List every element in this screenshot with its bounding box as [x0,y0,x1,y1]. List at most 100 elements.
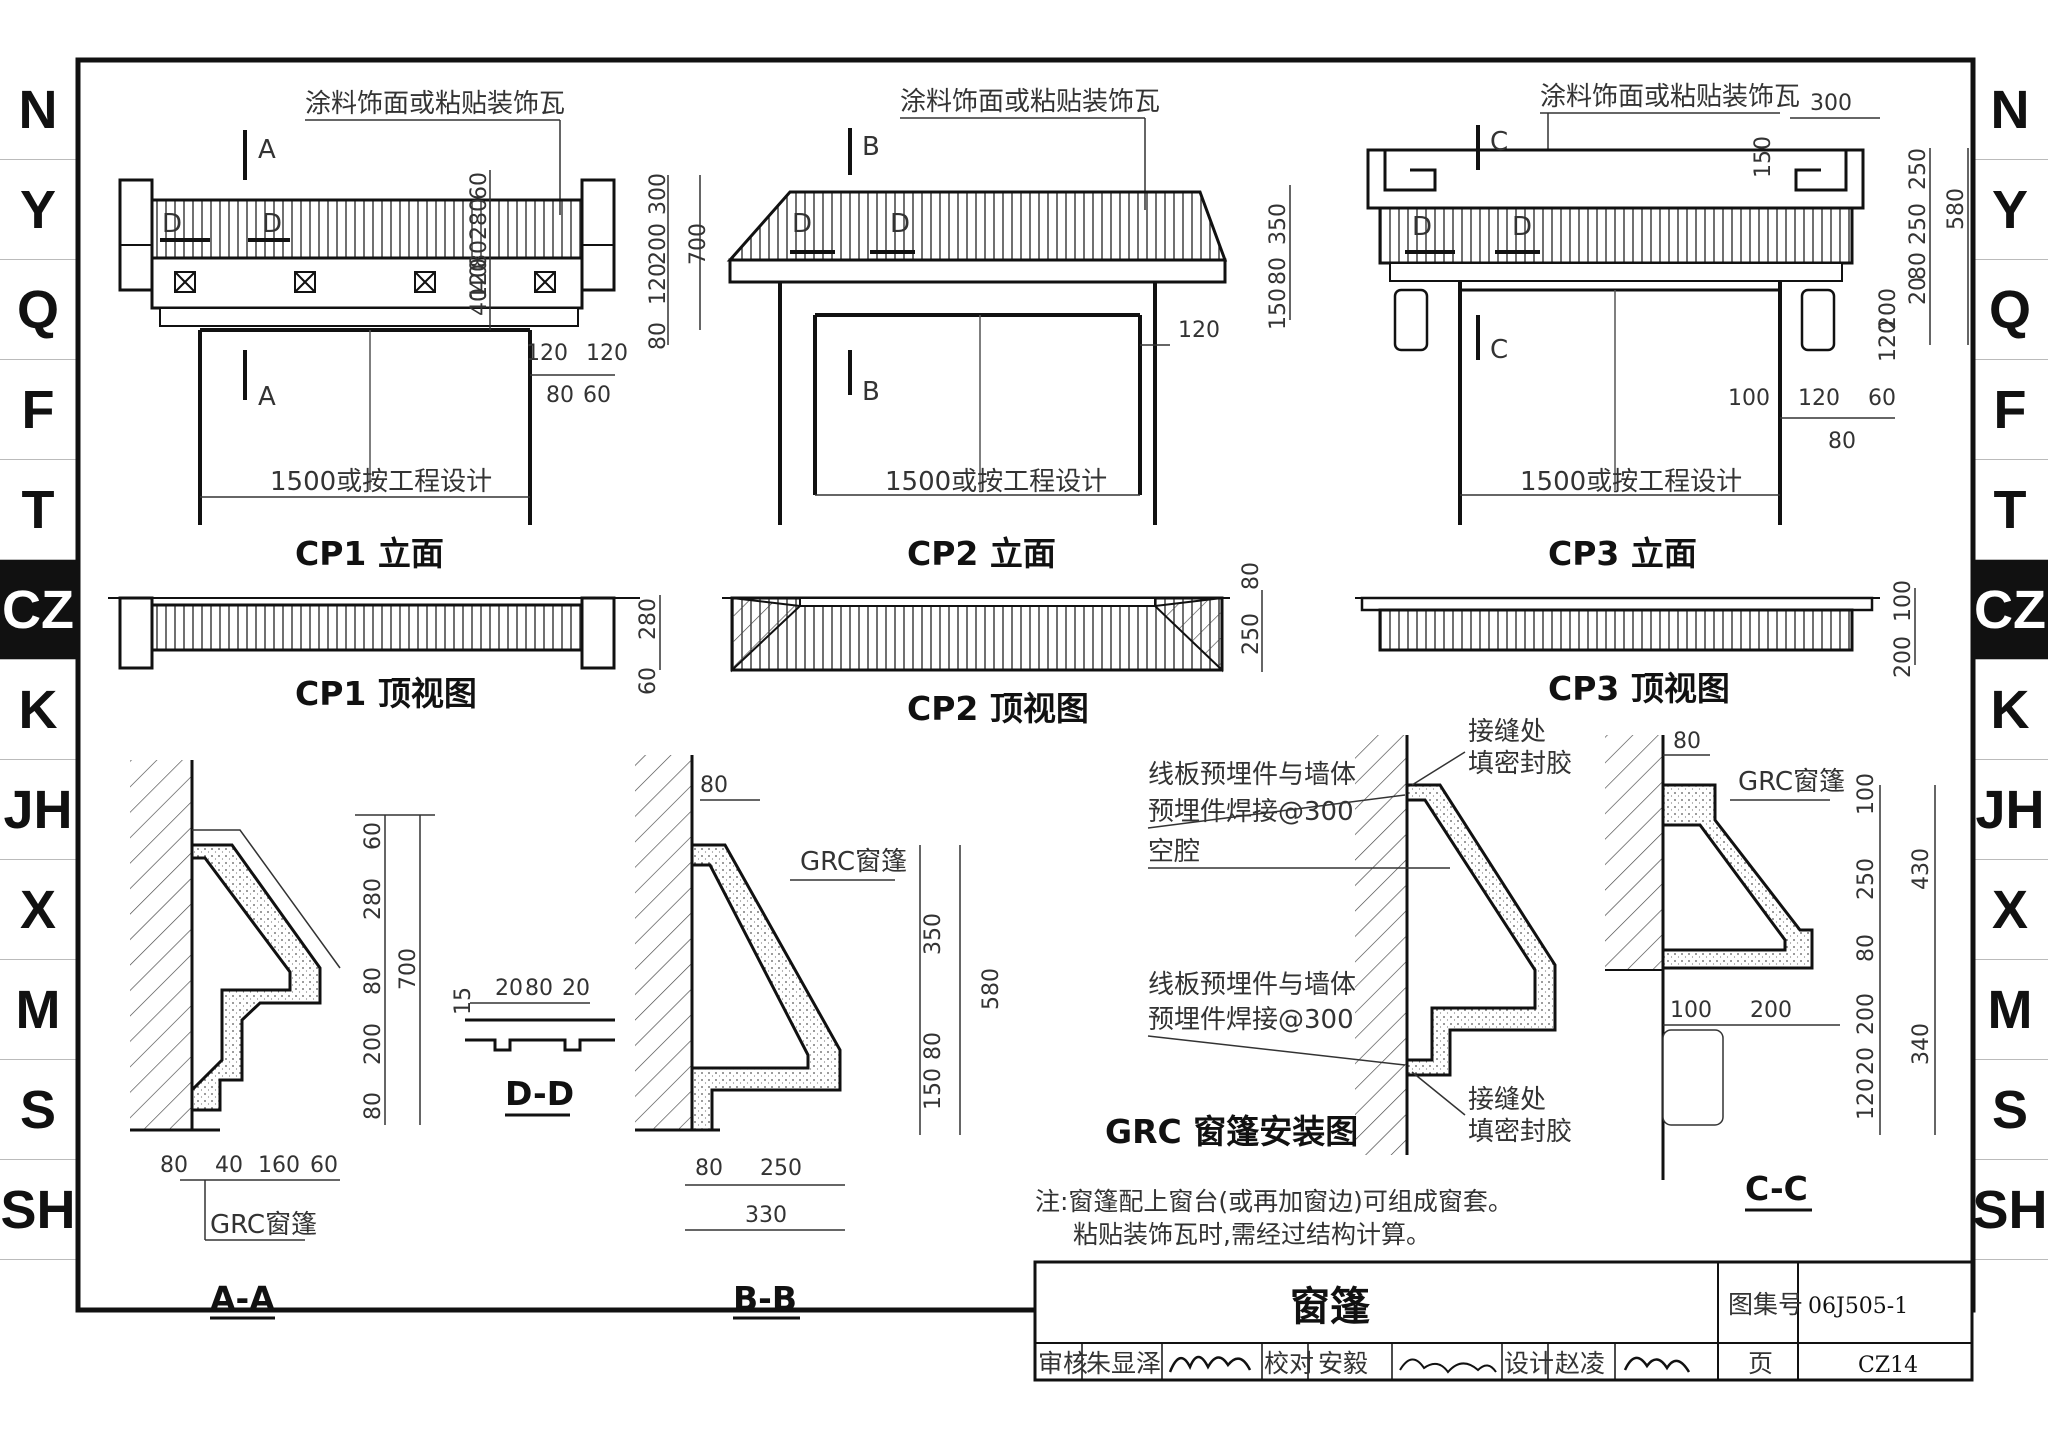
aa-grc-label: GRC窗篷 [210,1210,317,1240]
cp3-dim-150: 150 [1751,136,1776,178]
bb-dim-80: 80 [921,1032,946,1060]
cp3-finish-label: 涂料饰面或粘贴装饰瓦 [1540,82,1800,112]
tab-cz[interactable]: CZ [0,560,76,660]
install-label-4: 线板预埋件与墙体 [1148,970,1356,1000]
tab-f[interactable]: F [0,360,76,460]
cp3-dim-200: 200 [1876,288,1901,330]
cc-dim-20: 20 [1854,1047,1879,1075]
cp2-width-label: 1500或按工程设计 [885,467,1107,497]
install-label-3: 空腔 [1148,837,1200,867]
bb-dim-80-top: 80 [700,773,728,798]
note-2: 粘贴装饰瓦时,需经过结构计算。 [1073,1220,1431,1249]
aa-dim-80b: 80 [361,1092,386,1120]
cp1-dim-80-bottom: 80 [546,383,574,408]
aa-title: A-A [210,1279,275,1318]
cp3-dim-300: 300 [1810,91,1852,116]
aa-dim-60: 60 [361,822,386,850]
reviewer-signature [1168,1355,1252,1373]
cp1-dim-120-bottom-a: 120 [526,341,568,366]
cc-dim-200: 200 [1854,993,1879,1035]
tab-y-right[interactable]: Y [1972,160,2048,260]
tab-x-right[interactable]: X [1972,860,2048,960]
reviewer-name: 朱显泽 [1086,1349,1161,1378]
tab-q[interactable]: Q [0,260,76,360]
left-tab-column: N Y Q F T CZ K JH X M S SH [0,60,76,1260]
cc-dim-100-bottom: 100 [1670,998,1712,1023]
bb-dim-350: 350 [921,913,946,955]
cp1-dim-700: 700 [686,223,711,265]
aa-dim-80: 80 [361,967,386,995]
cp3-dim-20: 20 [1906,277,1931,305]
dd-dim-20a: 20 [495,976,523,1001]
tab-m[interactable]: M [0,960,76,1060]
cp2-plan-dim-80: 80 [1239,562,1264,590]
cp3-width-label: 1500或按工程设计 [1520,467,1742,497]
checker-signature [1399,1358,1497,1374]
cp1-dim-80: 80 [467,240,492,268]
tab-s[interactable]: S [0,1060,76,1160]
tab-m-right[interactable]: M [1972,960,2048,1060]
tab-n[interactable]: N [0,60,76,160]
cc-dim-80: 80 [1854,934,1879,962]
joint-bottom-1: 接缝处 [1468,1085,1546,1115]
cp2-finish-label: 涂料饰面或粘贴装饰瓦 [900,87,1160,117]
cp2-cut-b-top: B [862,132,880,162]
cp2-cut-d-right: D [890,209,910,239]
dd-dim-80: 80 [525,976,553,1001]
cp1-dim-60: 60 [467,172,492,200]
tab-n-right[interactable]: N [1972,60,2048,160]
review-label: 审核 [1038,1349,1088,1378]
cp3-plan: 100 200 CP3 顶视图 [1355,580,1916,708]
section-dd: 20 80 20 15 D-D [451,976,615,1117]
joint-bottom-2: 填密封胶 [1468,1117,1572,1147]
cp1-dim-120: 120 [467,258,492,300]
tab-k-right[interactable]: K [1972,660,2048,760]
tab-sh[interactable]: SH [0,1160,76,1260]
tab-t-right[interactable]: T [1972,460,2048,560]
cp3-plan-title: CP3 顶视图 [1548,669,1730,708]
tab-x[interactable]: X [0,860,76,960]
dd-dim-20b: 20 [562,976,590,1001]
cp1-finish-label: 涂料饰面或粘贴装饰瓦 [305,89,565,119]
check-label: 校对 [1264,1349,1314,1378]
aa-dim-40-bottom: 40 [215,1153,243,1178]
title-block: 窗篷 图集号 06J505-1 页 CZ14 审核 朱显泽 校对 安毅 设计 赵… [1033,1260,1974,1382]
install-label-1: 线板预埋件与墙体 [1148,760,1356,790]
cp3-plan-dim-100: 100 [1891,580,1916,622]
tab-s-right[interactable]: S [1972,1060,2048,1160]
grc-installation: 线板预埋件与墙体 预埋件焊接@300 空腔 线板预埋件与墙体 预埋件焊接@300… [1105,717,1572,1155]
bb-dim-150: 150 [921,1068,946,1110]
cp1-dim-120-left: 120 [646,263,671,305]
note-1: 注:窗篷配上窗台(或再加窗边)可组成窗套。 [1035,1187,1513,1216]
cp1-dim-40a: 40 [467,264,492,292]
cc-title: C-C [1745,1169,1808,1208]
cc-grc-label: GRC窗篷 [1738,767,1845,797]
tab-k[interactable]: K [0,660,76,760]
dd-dim-15: 15 [451,987,476,1015]
design-label: 设计 [1504,1349,1554,1378]
tab-y[interactable]: Y [0,160,76,260]
bb-grc-label: GRC窗篷 [800,847,907,877]
cp3-elevation: 涂料饰面或粘贴装饰瓦 C C D D 1500或按工程设计 3 [1366,82,1969,573]
aa-dim-280: 280 [361,878,386,920]
cc-dim-340: 340 [1909,1023,1934,1065]
cc-dim-80-top: 80 [1673,729,1701,754]
cc-dim-120: 120 [1854,1078,1879,1120]
tab-sh-right[interactable]: SH [1972,1160,2048,1260]
cp3-dim-120-bottom: 120 [1798,386,1840,411]
tab-f-right[interactable]: F [1972,360,2048,460]
aa-dim-80-bottom: 80 [160,1153,188,1178]
notes: 注:窗篷配上窗台(或再加窗边)可组成窗套。 粘贴装饰瓦时,需经过结构计算。 [1035,1187,1513,1249]
aa-dim-200: 200 [361,1023,386,1065]
tab-cz-right[interactable]: CZ [1972,560,2048,660]
cp1-plan-title: CP1 顶视图 [295,674,477,713]
tab-t[interactable]: T [0,460,76,560]
cp3-dim-100: 100 [1728,386,1770,411]
section-bb: 80 GRC窗篷 350 80 150 580 80 250 330 B-B [635,755,1004,1320]
tab-jh-right[interactable]: JH [1972,760,2048,860]
cp3-dim-120: 120 [1876,320,1901,362]
tab-jh[interactable]: JH [0,760,76,860]
tab-q-right[interactable]: Q [1972,260,2048,360]
cp1-dim-200-left: 200 [646,223,671,265]
